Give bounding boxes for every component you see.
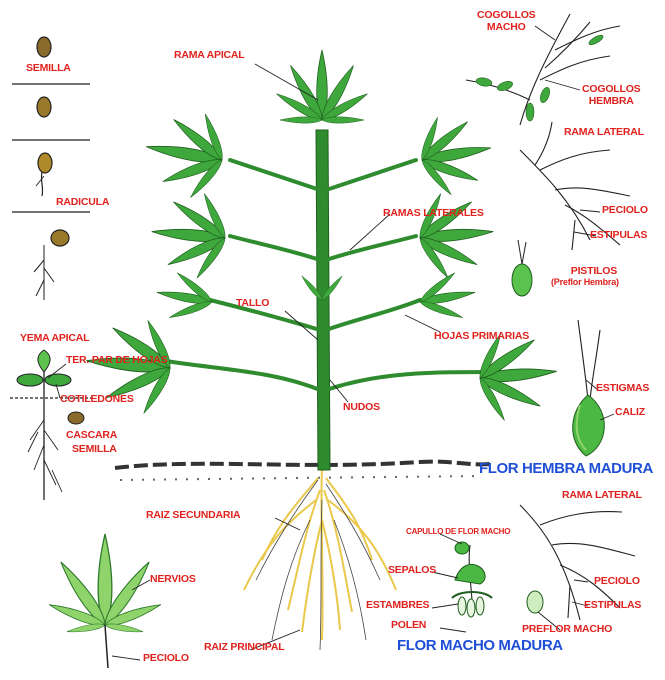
label-cogollos-hembra-line1: COGOLLOS — [582, 83, 641, 95]
label-preflor-macho: PREFLOR MACHO — [522, 623, 613, 635]
leaf-lower-mid-right — [417, 269, 477, 322]
main-stem — [315, 129, 331, 471]
label-raiz-principal: RAIZ PRINCIPAL — [204, 641, 285, 653]
label-raiz-secundaria: RAIZ SECUNDARIA — [146, 509, 241, 521]
label-ter-par-hojas: TER. PAR DE HOJAS — [66, 354, 168, 366]
leaf-bottom-right — [476, 331, 558, 423]
seed-shell — [67, 411, 85, 425]
label-hojas-primarias: HOJAS PRIMARIAS — [434, 330, 530, 342]
cotyledon-left — [16, 373, 44, 387]
seed-2 — [36, 96, 52, 118]
label-estipulas-bottom: ESTIPULAS — [584, 599, 642, 611]
branches — [158, 158, 502, 392]
label-cogollos-hembra-line2: HEMBRA — [588, 94, 634, 107]
seed-sequence — [10, 36, 92, 500]
lateral-branch-bottom — [519, 504, 636, 621]
seed-3 — [37, 152, 53, 174]
label-caliz: CALIZ — [615, 406, 645, 418]
label-cascara-semilla: SEMILLA — [72, 443, 117, 455]
label-cogollos-hembra: COGOLLOS HEMBRA — [582, 83, 641, 107]
label-capullo-flor-macho: CAPULLO DE FLOR MACHO — [406, 527, 511, 536]
label-rama-apical: RAMA APICAL — [174, 49, 245, 61]
label-pistilos: PISTILOS — [570, 265, 618, 277]
label-cascara: CASCARA — [66, 429, 118, 441]
pistil-preflower — [511, 239, 533, 297]
seedling-roots — [27, 419, 63, 493]
seed-1 — [36, 36, 52, 58]
leaf-upper-right — [418, 115, 493, 198]
soil-line — [114, 459, 491, 470]
label-estipulas-top: ESTIPULAS — [590, 229, 648, 241]
leader-lines — [35, 25, 615, 661]
leaf-lower-mid-left — [155, 269, 215, 322]
male-flower — [451, 541, 493, 618]
root-fine-lines — [255, 479, 381, 651]
lateral-branch-top — [519, 121, 631, 251]
label-semilla: SEMILLA — [26, 62, 71, 74]
label-yema-apical: YEMA APICAL — [20, 332, 90, 344]
label-rama-lateral-bottom: RAMA LATERAL — [562, 489, 642, 501]
label-peciolo-leaf: PECIOLO — [143, 652, 189, 664]
leaf-mid-right — [416, 191, 495, 281]
label-nudos: NUDOS — [343, 401, 380, 413]
apical-leaf — [274, 49, 370, 124]
leaf-upper-left — [144, 112, 226, 201]
cotyledon-right — [44, 373, 72, 387]
label-cogollos-macho: COGOLLOS MACHO — [477, 9, 536, 33]
label-flor-hembra-madura: FLOR HEMBRA MADURA — [479, 460, 653, 477]
label-ramas-laterales: RAMAS LATERALES — [383, 207, 484, 219]
label-polen: POLEN — [391, 619, 427, 631]
label-cotiledones: COTILEDONES — [60, 393, 134, 405]
root-system — [243, 467, 397, 641]
main-plant — [85, 49, 558, 651]
buds-illustration — [465, 13, 621, 126]
label-cogollos-macho-line1: COGOLLOS — [477, 9, 536, 21]
sprout-roots — [33, 245, 55, 300]
female-flower — [572, 319, 605, 457]
label-estambres: ESTAMBRES — [366, 599, 430, 611]
label-nervios: NERVIOS — [150, 573, 196, 585]
label-rama-lateral-top: RAMA LATERAL — [564, 126, 644, 138]
male-preflower — [526, 590, 544, 614]
first-true-leaves — [37, 349, 51, 373]
label-peciolo-bottom: PECIOLO — [594, 575, 640, 587]
radicle — [40, 171, 44, 197]
label-pistilos-block: PISTILOS (Preflor Hembra) — [551, 265, 619, 287]
soil-dots — [119, 475, 481, 481]
label-sepalos: SEPALOS — [388, 564, 436, 576]
label-peciolo-top: PECIOLO — [602, 204, 648, 216]
seed-4 — [50, 229, 70, 247]
label-cogollos-macho-line2: MACHO — [486, 20, 526, 33]
label-radicula: RADICULA — [56, 196, 110, 208]
label-preflor-hembra: (Preflor Hembra) — [551, 276, 619, 287]
label-estigmas: ESTIGMAS — [596, 382, 650, 394]
leaf-mid-left — [150, 191, 229, 281]
label-flor-macho-madura: FLOR MACHO MADURA — [397, 637, 563, 654]
label-tallo: TALLO — [236, 297, 270, 309]
single-fan-leaf — [47, 533, 163, 669]
